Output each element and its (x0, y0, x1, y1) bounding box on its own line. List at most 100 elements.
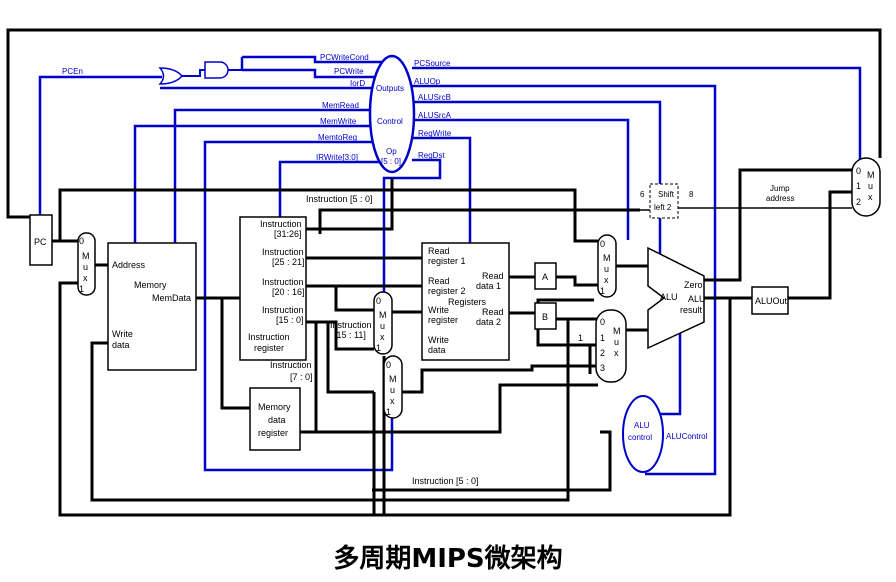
svg-text:Instruction: Instruction (262, 247, 304, 257)
svg-text:register: register (428, 315, 458, 325)
jump-wire (640, 207, 852, 211)
svg-text:register: register (254, 343, 284, 353)
svg-text:[5 : 0]: [5 : 0] (381, 157, 401, 166)
svg-text:6: 6 (640, 190, 645, 199)
svg-text:u: u (83, 262, 88, 272)
memory-data-register: Memory data register (249, 387, 301, 451)
svg-text:Instruction: Instruction (262, 305, 304, 315)
mux-alusrca: 0 M u x 1 (597, 234, 617, 298)
svg-text:[31:26]: [31:26] (274, 229, 302, 239)
signal-memread: MemRead (322, 101, 359, 110)
svg-text:Control: Control (377, 117, 403, 126)
svg-text:Write: Write (112, 329, 133, 339)
signal-alusrcb: ALUSrcB (418, 93, 451, 102)
mux-regdst: 0 M u x 1 (373, 291, 393, 355)
svg-text:Op: Op (386, 147, 397, 156)
svg-text:x: x (614, 348, 619, 358)
pcen-label: PCEn (62, 67, 83, 76)
svg-text:Instruction: Instruction (262, 277, 304, 287)
svg-text:result: result (680, 305, 703, 315)
aluout-register: ALUOut (751, 286, 789, 315)
svg-text:ALUOut: ALUOut (755, 296, 788, 306)
svg-text:x: x (604, 275, 609, 285)
svg-text:data 1: data 1 (476, 281, 501, 291)
memory-unit: Address Memory MemData Write data (107, 242, 197, 371)
svg-text:ALU: ALU (688, 294, 706, 304)
svg-text:M: M (867, 170, 875, 180)
svg-text:u: u (614, 337, 619, 347)
svg-text:Write: Write (428, 305, 449, 315)
signal-pcsource: PCSource (414, 59, 451, 68)
svg-text:0: 0 (600, 317, 605, 327)
diagram-caption: 多周期MIPS微架构 (333, 544, 563, 574)
datapath-wires (6, 28, 882, 517)
alu: ALU Zero ALU result (647, 246, 706, 350)
mux-pcsource: 0 1 2 M u x (851, 157, 881, 217)
svg-text:Read: Read (428, 246, 450, 256)
instr-5-0-bottom: Instruction [5 : 0] (412, 476, 479, 486)
svg-text:control: control (628, 433, 652, 442)
svg-text:x: x (380, 332, 385, 342)
svg-text:M: M (603, 253, 611, 263)
pc-register: PC (29, 214, 53, 266)
pc-label: PC (34, 237, 47, 247)
signal-alusrca: ALUSrcA (418, 111, 452, 120)
register-file: Read register 1 Read register 2 Register… (421, 242, 510, 361)
svg-text:data: data (428, 345, 446, 355)
svg-text:8: 8 (689, 190, 694, 199)
svg-text:0: 0 (600, 239, 605, 249)
svg-text:Read: Read (482, 307, 504, 317)
svg-text:ALU: ALU (660, 292, 678, 302)
svg-text:0: 0 (79, 236, 84, 246)
svg-text:Instruction: Instruction (260, 219, 302, 229)
svg-text:x: x (83, 273, 88, 283)
svg-text:Address: Address (112, 260, 146, 270)
svg-text:u: u (868, 181, 873, 191)
svg-text:M: M (82, 251, 90, 261)
reg-a: A (534, 262, 557, 290)
shift-left-2: Shift left 2 (649, 183, 679, 219)
svg-text:1: 1 (79, 284, 84, 294)
svg-text:address: address (766, 194, 794, 203)
svg-text:1: 1 (600, 333, 605, 343)
pcen-logic: PCEn (62, 61, 242, 85)
svg-text:1: 1 (578, 333, 583, 343)
svg-text:u: u (604, 264, 609, 274)
svg-text:Read: Read (428, 276, 450, 286)
mux-alusrcb: 0 1 2 3 M u x (595, 309, 627, 383)
svg-text:ALU: ALU (634, 421, 650, 430)
svg-text:u: u (380, 321, 385, 331)
svg-text:Instruction: Instruction (270, 360, 312, 370)
svg-text:data: data (112, 340, 130, 350)
svg-text:left 2: left 2 (654, 203, 672, 212)
svg-text:Memory: Memory (258, 402, 291, 412)
mux-iord: 0 M u x 1 (77, 232, 96, 296)
svg-text:register: register (258, 428, 288, 438)
signal-alucontrol: ALUControl (666, 432, 708, 441)
signal-iord: IorD (350, 79, 365, 88)
reg-b: B (534, 302, 557, 330)
svg-text:data 2: data 2 (476, 317, 501, 327)
svg-text:M: M (389, 374, 397, 384)
svg-text:1: 1 (376, 343, 381, 353)
signal-memwrite: MemWrite (320, 117, 357, 126)
signal-aluop: ALUOp (414, 77, 441, 86)
svg-text:u: u (390, 385, 395, 395)
instr-5-0-top: Instruction [5 : 0] (306, 194, 373, 204)
svg-text:1: 1 (386, 407, 391, 417)
svg-text:Write: Write (428, 335, 449, 345)
svg-text:2: 2 (600, 348, 605, 358)
svg-text:3: 3 (600, 363, 605, 373)
svg-text:Shift: Shift (658, 190, 675, 199)
svg-text:0: 0 (386, 360, 391, 370)
svg-text:1: 1 (600, 286, 605, 296)
svg-text:register 2: register 2 (428, 286, 466, 296)
svg-text:[25 : 21]: [25 : 21] (272, 257, 305, 267)
instruction-register: Instruction [31:26] Instruction [25 : 21… (239, 216, 307, 361)
signal-regwrite: RegWrite (418, 129, 452, 138)
svg-text:Outputs: Outputs (376, 84, 404, 93)
control-unit: Outputs Control Op [5 : 0] (368, 54, 416, 174)
svg-text:[15 : 11]: [15 : 11] (334, 330, 366, 340)
alu-control: ALU control (622, 395, 664, 473)
svg-text:Memory: Memory (134, 280, 167, 290)
